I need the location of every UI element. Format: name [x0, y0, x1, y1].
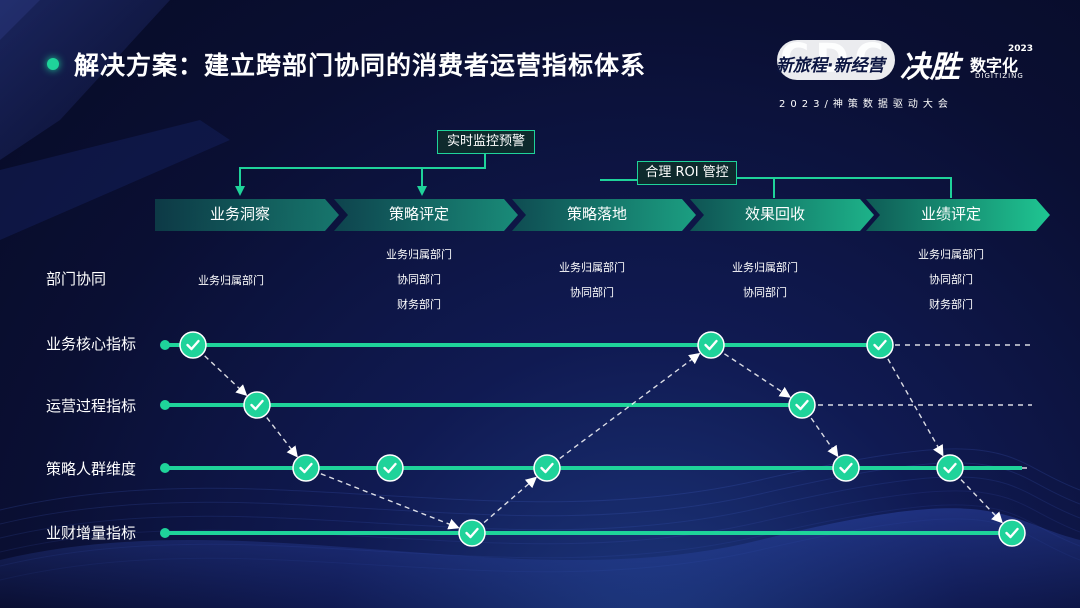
check-icon [1005, 527, 1019, 539]
check-icon [540, 462, 554, 474]
row-label-process: 运营过程指标 [46, 397, 137, 415]
flow-arrow [204, 355, 248, 397]
roi-label: 合理 ROI 管控 [637, 161, 737, 185]
check-icon [873, 339, 887, 351]
stage-chevron-4 [690, 199, 874, 231]
bg-wave [0, 448, 1080, 511]
dept-item: 业务归属部门 [559, 261, 625, 274]
stage-label-5: 业绩评定 [920, 205, 981, 223]
checkpoint-node [697, 331, 725, 359]
dept-item: 协同部门 [929, 273, 973, 286]
logo-slogan: 新旅程·新经营 [776, 56, 885, 76]
logo-letters: CDC [780, 36, 890, 82]
logo-year: 2023 [1008, 44, 1034, 54]
check-icon [383, 462, 397, 474]
stage-label-1: 业务洞察 [209, 205, 270, 223]
bg-beam [0, 120, 230, 240]
check-icon [943, 462, 957, 474]
bg-beam [0, 0, 170, 160]
checkpoint-node [292, 454, 320, 482]
logo-sub: 数字化 [970, 56, 1019, 75]
dept-item: 业务归属部门 [198, 274, 264, 287]
row-label-core: 业务核心指标 [46, 335, 137, 353]
bg-beam [0, 0, 40, 40]
row-label-increment: 业财增量指标 [46, 524, 137, 542]
check-icon [186, 339, 200, 351]
logo-block [777, 40, 895, 80]
checkpoint-node [376, 454, 404, 482]
dept-col-1: 业务归属部门 [176, 268, 286, 293]
bg-wave [0, 476, 1080, 539]
stage-chevron-2 [334, 199, 518, 231]
bg-wave [0, 462, 1080, 525]
check-icon [795, 399, 809, 411]
check-icon [704, 339, 718, 351]
stage-chevron-1 [155, 199, 339, 231]
page-title: 解决方案：建立跨部门协同的消费者运营指标体系 [74, 51, 647, 80]
logo-sub-en: DIGITIZING [975, 72, 1024, 80]
stage-chevron-5 [866, 199, 1050, 231]
logo-main: 决胜 [900, 50, 960, 85]
title-bullet [47, 58, 59, 70]
monitor-connector [421, 167, 485, 188]
dept-col-5: 业务归属部门 协同部门 财务部门 [896, 242, 1006, 317]
checkpoint-node [832, 454, 860, 482]
dept-col-2: 业务归属部门 协同部门 财务部门 [364, 242, 474, 317]
check-icon [299, 462, 313, 474]
row-label-audience: 策略人群维度 [46, 460, 137, 478]
checkpoint-node [998, 519, 1026, 547]
dept-item: 协同部门 [570, 286, 614, 299]
flow-arrow [559, 352, 701, 459]
arrow-head [235, 186, 245, 196]
stage-label-3: 策略落地 [566, 205, 627, 223]
flow-arrow [724, 353, 791, 398]
dept-item: 业务归属部门 [732, 261, 798, 274]
arrow-head [417, 186, 427, 196]
checkpoint-node [243, 391, 271, 419]
dept-col-4: 业务归属部门 协同部门 [710, 255, 820, 305]
dept-col-3: 业务归属部门 协同部门 [537, 255, 647, 305]
checkpoint-node [788, 391, 816, 419]
dept-item: 协同部门 [397, 273, 441, 286]
checkpoint-node [533, 454, 561, 482]
dept-item: 财务部门 [929, 298, 973, 311]
check-icon [250, 399, 264, 411]
stage-label-4: 效果回收 [744, 205, 805, 223]
flow-arrow [960, 479, 1003, 524]
check-icon [465, 527, 479, 539]
checkpoint-node [179, 331, 207, 359]
dept-item: 财务部门 [397, 298, 441, 311]
bg-wave [0, 490, 1080, 553]
dept-item: 业务归属部门 [386, 248, 452, 261]
flow-arrow [810, 417, 839, 458]
checkpoint-node [458, 519, 486, 547]
flow-arrow [483, 476, 538, 524]
flow-arrow [887, 358, 944, 457]
dept-item: 协同部门 [743, 286, 787, 299]
roi-connector [735, 177, 952, 198]
flow-arrow [320, 473, 460, 530]
dept-item: 业务归属部门 [918, 248, 984, 261]
checkpoint-node [866, 331, 894, 359]
stage-label-2: 策略评定 [388, 205, 449, 223]
monitor-connector [239, 152, 486, 188]
checkpoint-node [936, 454, 964, 482]
dept-row-label: 部门协同 [46, 270, 107, 288]
check-icon [839, 462, 853, 474]
stage-chevron-3 [512, 199, 696, 231]
monitor-label: 实时监控预警 [437, 130, 535, 154]
logo-conference: 2023/神策数据驱动大会 [779, 99, 953, 110]
flow-arrow [266, 417, 298, 458]
